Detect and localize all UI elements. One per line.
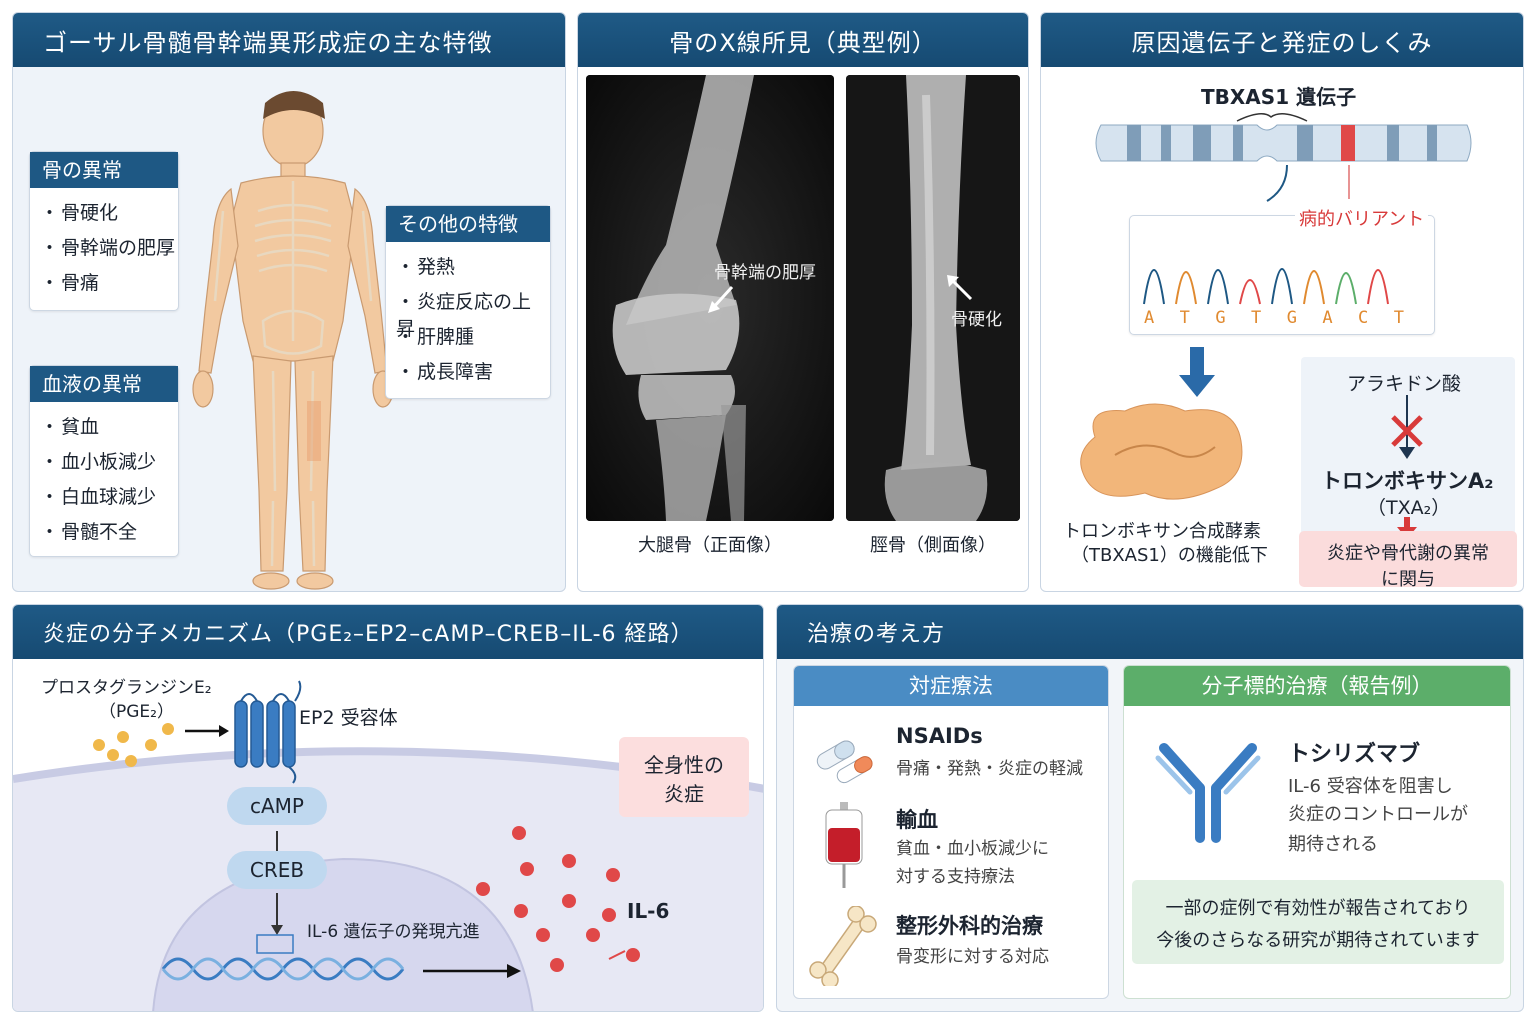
targeted-title: 分子標的治療（報告例） bbox=[1124, 666, 1510, 706]
features-title: ゴーサル骨髄骨幹端異形成症の主な特徴 bbox=[13, 13, 565, 67]
il6-expression-label: IL-6 遺伝子の発現亢進 bbox=[307, 922, 480, 942]
tibia-caption: 脛骨（側面像） bbox=[870, 535, 996, 556]
other-features-title: その他の特徴 bbox=[386, 206, 550, 242]
features-panel: ゴーサル骨髄骨幹端異形成症の主な特徴 bbox=[12, 12, 566, 592]
il6-label: IL-6 bbox=[627, 899, 670, 923]
base-letter: T bbox=[1179, 308, 1190, 328]
list-item: 貧血 bbox=[40, 412, 178, 447]
nsaids-name: NSAIDs bbox=[896, 724, 983, 748]
antibody-icon bbox=[1155, 743, 1261, 843]
pill-icon bbox=[816, 740, 873, 784]
symptomatic-title: 対症療法 bbox=[794, 666, 1108, 706]
xray-panel: 骨のX線所見（典型例） 骨幹端の肥厚 骨硬化 大腿骨（正面像） bbox=[577, 12, 1029, 592]
nsaids-desc: 骨痛・発熱・炎症の軽減 bbox=[896, 759, 1083, 779]
xray-title: 骨のX線所見（典型例） bbox=[578, 13, 1028, 67]
arrow-icon bbox=[708, 285, 734, 313]
bone-abnormality-title: 骨の異常 bbox=[30, 152, 178, 188]
transfusion-desc2: 対する支持療法 bbox=[896, 867, 1015, 887]
base-letter: T bbox=[1251, 308, 1262, 328]
systemic-inflammation-box: 全身性の 炎症 bbox=[619, 737, 749, 817]
list-item: 炎症反応の上昇 bbox=[396, 287, 550, 340]
transfusion-desc1: 貧血・血小板減少に bbox=[896, 839, 1049, 859]
genetics-title: 原因遺伝子と発症のしくみ bbox=[1041, 13, 1523, 67]
txa2-label-line2: （TXA₂） bbox=[1367, 497, 1451, 519]
other-features-box: その他の特徴 発熱 炎症反応の上昇 肝脾腫 成長障害 bbox=[385, 205, 551, 399]
sequence-chromatogram: A T G T G A C T bbox=[1129, 215, 1435, 335]
pge2-label-line1: プロスタグランジンE₂ bbox=[41, 678, 212, 698]
orthopedic-desc: 骨変形に対する対応 bbox=[896, 947, 1049, 967]
list-item: 骨硬化 bbox=[40, 198, 178, 233]
tibia-xray-image bbox=[846, 75, 1020, 521]
targeted-therapy-card: 分子標的治療（報告例） トシリズマブ IL-6 受容体を阻害し 炎症のコントロー… bbox=[1123, 665, 1511, 999]
variant-label: 病的バリアント bbox=[1295, 205, 1429, 231]
base-letter: A bbox=[1144, 308, 1155, 328]
list-item: 血小板減少 bbox=[40, 447, 178, 482]
transfusion-name: 輸血 bbox=[896, 808, 938, 832]
cell-illustration bbox=[13, 680, 763, 1011]
blood-abnormality-box: 血液の異常 貧血 血小板減少 白血球減少 骨髄不全 bbox=[29, 365, 179, 557]
systemic-line2: 炎症 bbox=[664, 782, 704, 806]
creb-node: CREB bbox=[227, 851, 327, 889]
mechanism-panel: 炎症の分子メカニズム（PGE₂–EP2–cAMP–CREB–IL-6 経路） bbox=[12, 604, 764, 1012]
tocilizumab-desc3: 期待される bbox=[1288, 834, 1378, 855]
evidence-note-box: 一部の症例で有効性が報告されており 今後のさらなる研究が期待されています bbox=[1132, 880, 1504, 964]
blood-bag-icon bbox=[825, 802, 863, 888]
effect-line1: 炎症や骨代謝の異常 bbox=[1327, 543, 1489, 564]
tocilizumab-name: トシリズマブ bbox=[1288, 742, 1421, 767]
list-item: 白血球減少 bbox=[40, 482, 178, 517]
tocilizumab-desc1: IL-6 受容体を阻害し bbox=[1288, 776, 1453, 797]
femur-xray-image bbox=[586, 75, 834, 521]
down-arrow-icon bbox=[1179, 347, 1215, 397]
evidence-note-line2: 今後のさらなる研究が期待されています bbox=[1156, 930, 1480, 951]
txa2-label-line1: トロンボキサンA₂ bbox=[1321, 469, 1494, 493]
human-body-illustration bbox=[192, 91, 394, 590]
base-letter: A bbox=[1322, 308, 1333, 328]
arrow-icon bbox=[947, 275, 973, 301]
base-letter: T bbox=[1393, 308, 1404, 328]
arachidonic-acid-label: アラキドン酸 bbox=[1347, 373, 1462, 395]
treatment-panel: 治療の考え方 対症療法 NSAIDs 骨痛・発熱・炎症の軽減 輸血 貧血・血小板… bbox=[776, 604, 1524, 1012]
pge2-label-line2: （PGE₂） bbox=[99, 702, 174, 722]
ep2-receptor-label: EP2 受容体 bbox=[299, 707, 398, 729]
enzyme-illustration bbox=[1080, 403, 1243, 500]
base-letter: G bbox=[1286, 308, 1297, 328]
list-item: 骨髄不全 bbox=[40, 517, 178, 552]
systemic-line1: 全身性の bbox=[644, 753, 724, 777]
base-letter: G bbox=[1215, 308, 1226, 328]
effect-box: 炎症や骨代謝の異常 に関与 bbox=[1299, 531, 1517, 590]
sclerosis-label: 骨硬化 bbox=[951, 310, 1002, 330]
mechanism-title: 炎症の分子メカニズム（PGE₂–EP2–cAMP–CREB–IL-6 経路） bbox=[13, 605, 763, 659]
metaphyseal-thickening-label: 骨幹端の肥厚 bbox=[714, 263, 816, 283]
base-letter: C bbox=[1358, 308, 1369, 328]
evidence-note-line1: 一部の症例で有効性が報告されており bbox=[1165, 898, 1471, 919]
bone-icon bbox=[809, 906, 877, 986]
gene-label: TBXAS1 遺伝子 bbox=[1201, 85, 1357, 109]
symptomatic-therapy-card: 対症療法 NSAIDs 骨痛・発熱・炎症の軽減 輸血 貧血・血小板減少に 対する… bbox=[793, 665, 1109, 999]
enzyme-label-line2: （TBXAS1）の機能低下 bbox=[1071, 545, 1268, 566]
bone-abnormality-box: 骨の異常 骨硬化 骨幹端の肥厚 骨痛 bbox=[29, 151, 179, 311]
femur-caption: 大腿骨（正面像） bbox=[638, 535, 782, 556]
list-item: 骨幹端の肥厚 bbox=[40, 233, 178, 268]
genetics-panel: 原因遺伝子と発症のしくみ TBXAS1 遺伝子 bbox=[1040, 12, 1524, 592]
enzyme-label-line1: トロンボキサン合成酵素 bbox=[1063, 521, 1261, 542]
list-item: 肝脾腫 bbox=[396, 322, 550, 357]
blocked-arrow-icon bbox=[1391, 395, 1423, 459]
blood-abnormality-title: 血液の異常 bbox=[30, 366, 178, 402]
camp-node: cAMP bbox=[227, 787, 327, 825]
list-item: 成長障害 bbox=[396, 357, 550, 392]
effect-line2: に関与 bbox=[1381, 569, 1435, 590]
tocilizumab-desc2: 炎症のコントロールが bbox=[1288, 804, 1468, 825]
list-item: 発熱 bbox=[396, 252, 550, 287]
treatment-title: 治療の考え方 bbox=[777, 605, 1523, 659]
list-item: 骨痛 bbox=[40, 268, 178, 303]
chromosome-illustration bbox=[1095, 113, 1472, 202]
orthopedic-name: 整形外科的治療 bbox=[896, 914, 1043, 938]
